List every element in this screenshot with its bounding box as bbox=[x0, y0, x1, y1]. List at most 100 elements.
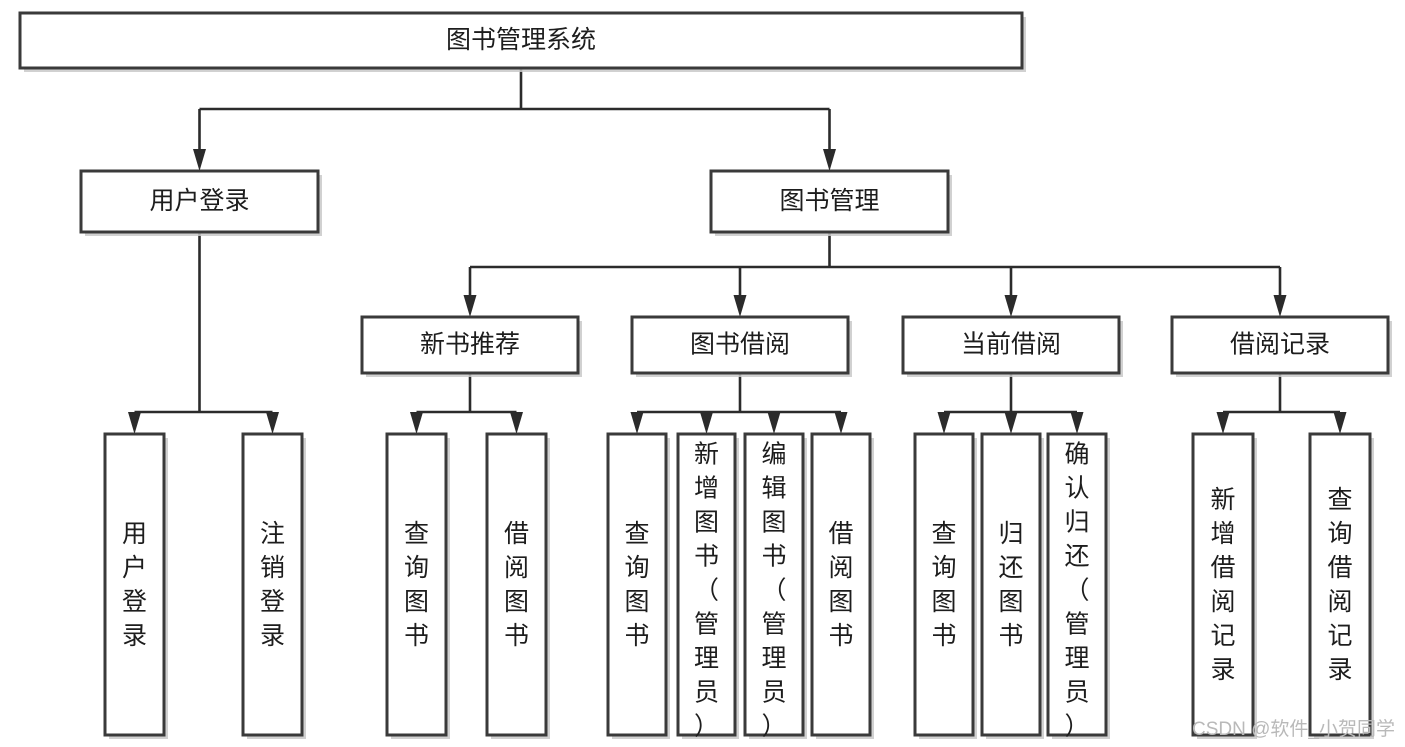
node-box bbox=[18, 11, 1024, 70]
node-label-char: 书 bbox=[828, 622, 853, 650]
arrow-head-icon bbox=[1333, 412, 1347, 434]
arrow-head-icon bbox=[937, 412, 951, 434]
node-l_user_login[interactable]: 用户登录 bbox=[103, 432, 168, 739]
node-label-char: 用 bbox=[122, 520, 147, 548]
node-label-char: 归 bbox=[1064, 509, 1089, 537]
node-n_user_login[interactable]: 用户登录 bbox=[79, 169, 322, 236]
node-box bbox=[1046, 432, 1108, 737]
node-label-char: ） bbox=[761, 713, 786, 741]
node-label-char: 书 bbox=[624, 622, 649, 650]
node-label-char: 询 bbox=[624, 554, 649, 582]
node-label-char: 员 bbox=[761, 679, 786, 707]
arrow-head-icon bbox=[1004, 412, 1018, 434]
arrow-head-icon bbox=[410, 412, 423, 434]
node-root[interactable]: 图书管理系统 bbox=[18, 11, 1026, 72]
node-label-char: 录 bbox=[122, 622, 147, 650]
arrow-head-icon bbox=[1070, 412, 1084, 434]
node-label-char: 记 bbox=[1327, 622, 1352, 650]
node-label-char: 确 bbox=[1064, 441, 1089, 469]
node-label-char: 询 bbox=[931, 554, 956, 582]
node-label-char: 理 bbox=[694, 645, 719, 673]
node-label-char: 管 bbox=[761, 611, 786, 639]
node-box bbox=[810, 432, 872, 737]
node-label-char: 增 bbox=[1210, 520, 1235, 548]
node-label-char: 图 bbox=[761, 509, 786, 537]
node-label-char: 录 bbox=[1210, 656, 1235, 684]
node-label-char: 理 bbox=[761, 645, 786, 673]
node-label-char: 图 bbox=[624, 588, 649, 616]
node-label-char: 书 bbox=[504, 622, 529, 650]
node-label-char: ） bbox=[1064, 713, 1089, 741]
node-box bbox=[360, 315, 580, 375]
node-label-char: 阅 bbox=[1210, 588, 1235, 616]
arrow-head-icon bbox=[463, 295, 477, 317]
node-label-char: 增 bbox=[694, 475, 719, 503]
node-label-char: 员 bbox=[694, 679, 719, 707]
node-box bbox=[103, 432, 166, 737]
node-label-char: （ bbox=[694, 577, 719, 605]
node-label-char: 询 bbox=[404, 554, 429, 582]
node-label-char: 理 bbox=[1064, 645, 1089, 673]
watermark-text: CSDN @软件_小贺同学 bbox=[1192, 719, 1395, 740]
node-label-char: 辑 bbox=[761, 475, 786, 503]
node-n_book_mgmt[interactable]: 图书管理 bbox=[709, 169, 952, 236]
node-label-char: 查 bbox=[624, 520, 649, 548]
node-label-char: 还 bbox=[998, 554, 1023, 582]
node-label-char: 图 bbox=[694, 509, 719, 537]
arrow-head-icon bbox=[700, 412, 713, 434]
node-label: 当前借阅 bbox=[961, 331, 1061, 359]
node-label-char: 图 bbox=[931, 588, 956, 616]
node-box bbox=[709, 169, 950, 234]
node-n_record[interactable]: 借阅记录 bbox=[1170, 315, 1392, 377]
node-label: 新书推荐 bbox=[420, 331, 520, 359]
node-label-char: 图 bbox=[504, 588, 529, 616]
node-label-char: 归 bbox=[998, 520, 1023, 548]
node-box bbox=[980, 432, 1042, 737]
node-box bbox=[606, 432, 668, 737]
node-label-char: 借 bbox=[828, 520, 853, 548]
node-label-char: 书 bbox=[931, 622, 956, 650]
node-n_borrow[interactable]: 图书借阅 bbox=[630, 315, 852, 377]
node-box bbox=[1191, 432, 1255, 737]
node-label-char: ） bbox=[694, 713, 719, 741]
node-label-char: 新 bbox=[1210, 486, 1235, 514]
node-label-char: 借 bbox=[1210, 554, 1235, 582]
node-label-char: 管 bbox=[1064, 611, 1089, 639]
node-box bbox=[1170, 315, 1390, 375]
arrow-head-icon bbox=[128, 412, 141, 434]
node-label-char: 录 bbox=[260, 622, 285, 650]
node-label-char: 询 bbox=[1327, 520, 1352, 548]
node-label-char: 还 bbox=[1064, 543, 1089, 571]
arrow-head-icon bbox=[823, 149, 836, 171]
node-n_new_book[interactable]: 新书推荐 bbox=[360, 315, 582, 377]
node-label-char: （ bbox=[761, 577, 786, 605]
node-label-char: 登 bbox=[260, 588, 285, 616]
arrow-head-icon bbox=[266, 412, 279, 434]
node-n_current[interactable]: 当前借阅 bbox=[901, 315, 1123, 377]
node-box bbox=[79, 169, 320, 234]
node-label-char: 阅 bbox=[504, 554, 529, 582]
node-label-char: 书 bbox=[998, 622, 1023, 650]
node-layer: 图书管理系统用户登录图书管理新书推荐图书借阅当前借阅借阅记录用户登录注销登录查询… bbox=[18, 11, 1392, 741]
node-label-char: 登 bbox=[122, 588, 147, 616]
arrow-head-icon bbox=[733, 295, 747, 317]
node-label-char: 编 bbox=[761, 441, 786, 469]
node-label-char: 查 bbox=[1327, 486, 1352, 514]
node-label-char: 阅 bbox=[828, 554, 853, 582]
node-label-char: 户 bbox=[122, 554, 147, 582]
node-label-char: 书 bbox=[694, 543, 719, 571]
node-label-char: 图 bbox=[998, 588, 1023, 616]
node-label-char: 书 bbox=[404, 622, 429, 650]
